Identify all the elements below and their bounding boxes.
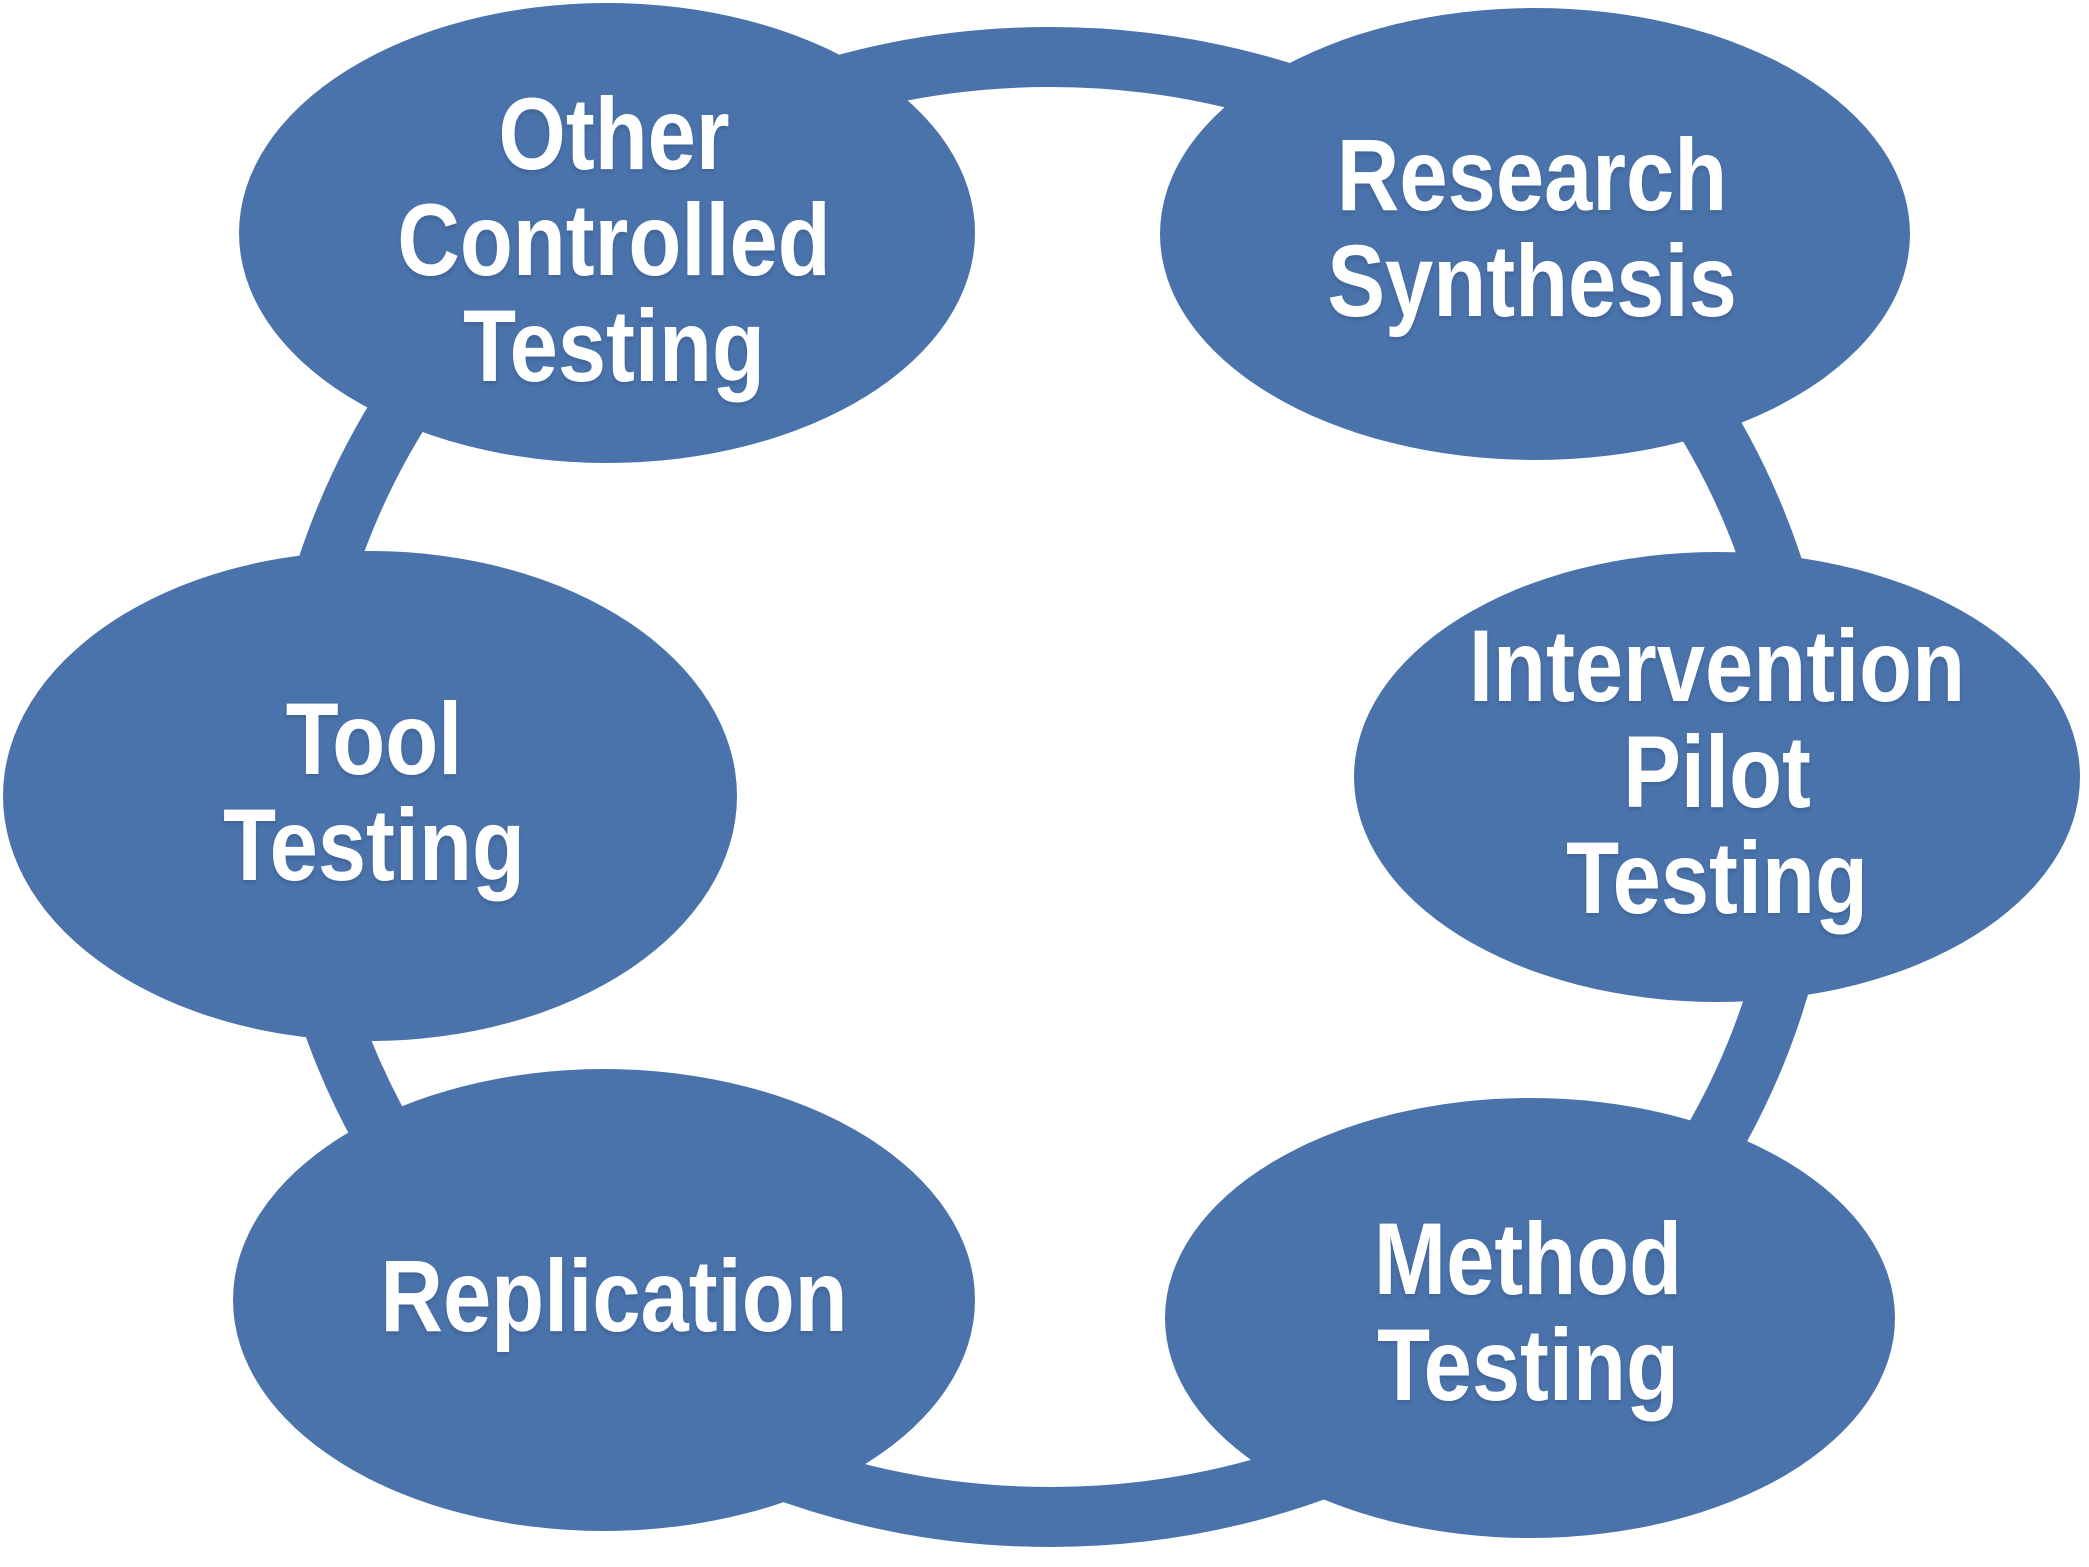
node-ellipse-other-controlled-testing (239, 3, 975, 463)
node-ellipse-method-testing (1165, 1098, 1895, 1538)
node-ellipse-intervention-pilot-testing (1354, 552, 2080, 1002)
node-ellipse-tool-testing (3, 551, 737, 1041)
node-ellipse-replication (233, 1069, 975, 1531)
node-ellipse-research-synthesis (1160, 8, 1910, 460)
